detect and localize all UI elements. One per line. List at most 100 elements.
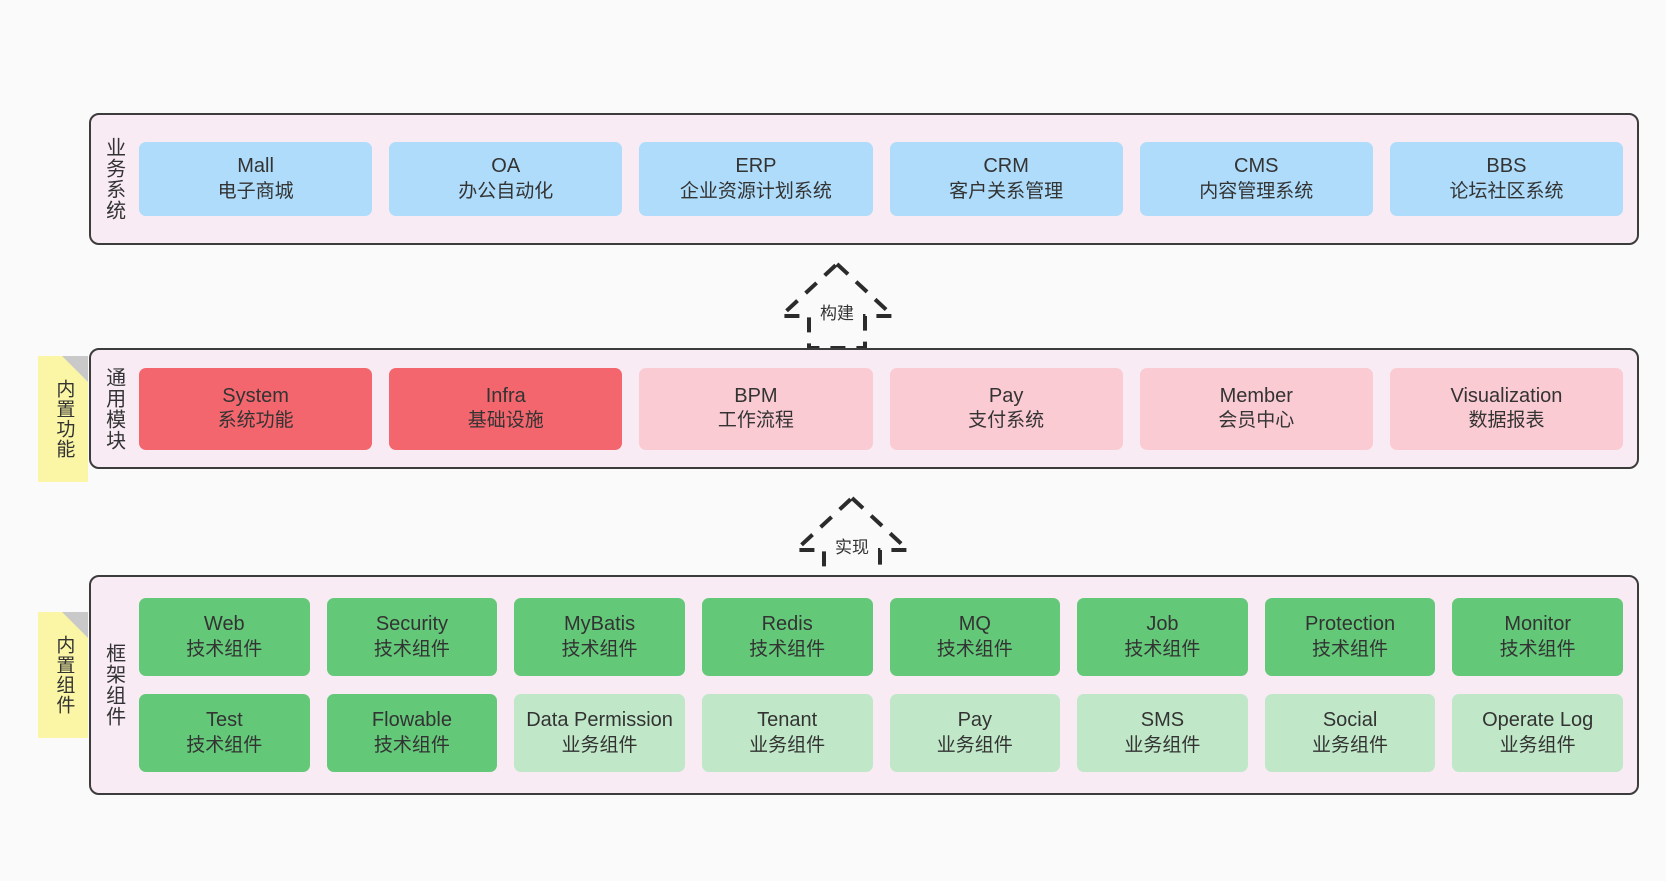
node-member[interactable]: Member 会员中心 [1139, 367, 1373, 450]
node-title: Data Permission [526, 709, 673, 732]
node-subtitle: 技术组件 [561, 638, 638, 660]
node-operate-log[interactable]: Operate Log 业务组件 [1452, 694, 1623, 772]
sticky-note-builtin-component: 内置组件 [38, 612, 88, 738]
node-cms[interactable]: CMS 内容管理系统 [1139, 142, 1373, 216]
node-oa[interactable]: OA 办公自动化 [389, 142, 623, 216]
node-subtitle: 业务组件 [1312, 734, 1389, 756]
node-title: Visualization [1450, 384, 1563, 407]
node-title: Test [205, 709, 243, 732]
node-subtitle: 业务组件 [561, 734, 638, 756]
layer-row: System 系统功能 Infra 基础设施 BPM 工作流程 Pay 支付系统… [139, 367, 1624, 450]
node-subtitle: 办公自动化 [458, 180, 554, 202]
node-pay-module[interactable]: Pay 支付系统 [889, 367, 1123, 450]
node-pay-component[interactable]: Pay 业务组件 [889, 694, 1061, 772]
node-title: BPM [734, 384, 778, 407]
node-subtitle: 技术组件 [749, 638, 826, 660]
node-subtitle: 技术组件 [1124, 638, 1201, 660]
node-title: Security [375, 613, 449, 636]
node-subtitle: 业务组件 [749, 734, 826, 756]
node-title: Mall [237, 155, 274, 178]
node-title: Pay [957, 709, 993, 732]
node-subtitle: 系统功能 [217, 410, 294, 432]
node-title: MyBatis [564, 613, 636, 636]
sticky-note-builtin-function: 内置功能 [38, 356, 88, 482]
node-title: CRM [983, 155, 1029, 178]
node-title: Tenant [757, 709, 818, 732]
node-data-permission[interactable]: Data Permission 业务组件 [514, 694, 685, 772]
node-title: Flowable [371, 709, 452, 732]
layer-title-framework-components: 框架组件 [102, 643, 125, 727]
node-subtitle: 论坛社区系统 [1449, 180, 1564, 202]
node-subtitle: 技术组件 [186, 638, 263, 660]
node-title: ERP [735, 155, 777, 178]
node-title: Pay [988, 384, 1024, 407]
node-mq[interactable]: MQ 技术组件 [889, 598, 1061, 676]
node-title: MQ [958, 613, 991, 636]
node-title: OA [491, 155, 521, 178]
layer-body-business-system: Mall 电子商城 OA 办公自动化 ERP 企业资源计划系统 CRM 客户关系… [135, 115, 1637, 243]
node-subtitle: 技术组件 [186, 734, 263, 756]
node-tenant[interactable]: Tenant 业务组件 [701, 694, 873, 772]
node-subtitle: 业务组件 [1499, 734, 1576, 756]
node-protection[interactable]: Protection 技术组件 [1264, 598, 1436, 676]
layer-row: Test 技术组件 Flowable 技术组件 Data Permission … [139, 694, 1623, 772]
node-system[interactable]: System 系统功能 [139, 367, 373, 450]
connector-build: 构建 [762, 260, 912, 350]
layer-body-framework-components: Web 技术组件 Security 技术组件 MyBatis 技术组件 Redi… [135, 577, 1637, 793]
node-title: Member [1219, 384, 1293, 407]
node-visualization[interactable]: Visualization 数据报表 [1389, 367, 1624, 450]
node-subtitle: 技术组件 [936, 638, 1013, 660]
connector-realize: 实现 [777, 494, 927, 584]
node-subtitle: 基础设施 [467, 410, 544, 432]
node-title: Infra [485, 384, 526, 407]
node-subtitle: 客户关系管理 [949, 180, 1064, 202]
node-mall[interactable]: Mall 电子商城 [139, 142, 373, 216]
node-title: System [222, 384, 289, 407]
node-social[interactable]: Social 业务组件 [1264, 694, 1436, 772]
node-infra[interactable]: Infra 基础设施 [389, 367, 623, 450]
node-sms[interactable]: SMS 业务组件 [1077, 694, 1248, 772]
node-title: Operate Log [1482, 709, 1594, 732]
node-subtitle: 业务组件 [936, 734, 1013, 756]
node-monitor[interactable]: Monitor 技术组件 [1452, 598, 1623, 676]
node-subtitle: 数据报表 [1468, 410, 1545, 432]
node-subtitle: 技术组件 [373, 734, 450, 756]
node-subtitle: 支付系统 [968, 410, 1045, 432]
node-web[interactable]: Web 技术组件 [139, 598, 310, 676]
layer-body-common-modules: System 系统功能 Infra 基础设施 BPM 工作流程 Pay 支付系统… [135, 350, 1637, 467]
layer-row: Mall 电子商城 OA 办公自动化 ERP 企业资源计划系统 CRM 客户关系… [139, 142, 1624, 216]
node-subtitle: 技术组件 [1499, 638, 1576, 660]
node-bbs[interactable]: BBS 论坛社区系统 [1389, 142, 1624, 216]
node-title: Web [203, 613, 245, 636]
node-subtitle: 技术组件 [373, 638, 450, 660]
layer-framework-components: 框架组件 Web 技术组件 Security 技术组件 MyBatis 技术组件… [89, 575, 1639, 795]
node-subtitle: 技术组件 [1312, 638, 1389, 660]
node-title: SMS [1140, 709, 1185, 732]
node-subtitle: 内容管理系统 [1199, 180, 1314, 202]
node-bpm[interactable]: BPM 工作流程 [639, 367, 873, 450]
layer-row: Web 技术组件 Security 技术组件 MyBatis 技术组件 Redi… [139, 598, 1623, 676]
layer-common-modules: 通用模块 System 系统功能 Infra 基础设施 BPM 工作流程 Pay… [89, 348, 1639, 469]
connector-label: 构建 [820, 304, 854, 323]
node-crm[interactable]: CRM 客户关系管理 [889, 142, 1123, 216]
node-subtitle: 工作流程 [717, 410, 794, 432]
node-job[interactable]: Job 技术组件 [1077, 598, 1248, 676]
node-title: BBS [1486, 155, 1527, 178]
node-title: Social [1322, 709, 1378, 732]
node-subtitle: 业务组件 [1124, 734, 1201, 756]
node-title: Redis [761, 613, 813, 636]
node-subtitle: 企业资源计划系统 [679, 180, 832, 202]
node-subtitle: 电子商城 [217, 180, 294, 202]
node-test[interactable]: Test 技术组件 [139, 694, 310, 772]
node-security[interactable]: Security 技术组件 [326, 598, 498, 676]
node-flowable[interactable]: Flowable 技术组件 [326, 694, 498, 772]
layer-business-system: 业务系统 Mall 电子商城 OA 办公自动化 ERP 企业资源计划系统 CRM… [89, 113, 1639, 245]
node-erp[interactable]: ERP 企业资源计划系统 [639, 142, 873, 216]
layer-title-common-modules: 通用模块 [102, 366, 125, 451]
node-redis[interactable]: Redis 技术组件 [701, 598, 873, 676]
node-mybatis[interactable]: MyBatis 技术组件 [514, 598, 685, 676]
layer-title-business-system: 业务系统 [102, 137, 125, 221]
node-title: CMS [1234, 155, 1279, 178]
connector-label: 实现 [835, 538, 869, 557]
